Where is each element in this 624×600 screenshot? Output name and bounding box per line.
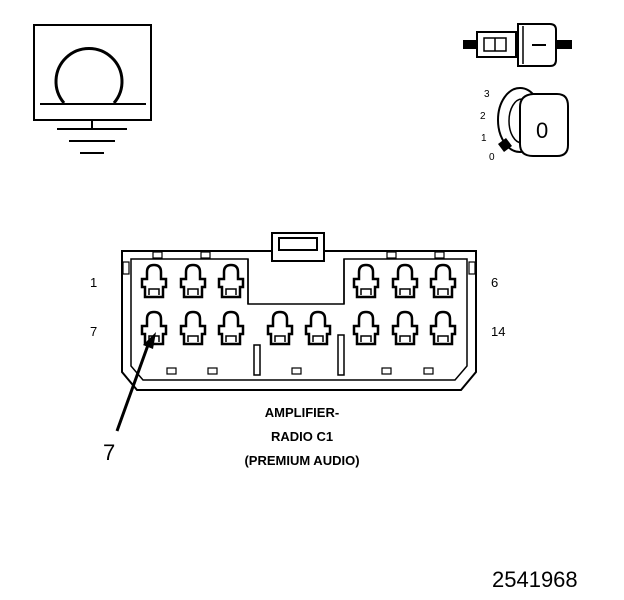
- ignition-pos-1: 1: [481, 133, 487, 144]
- tester-male-detail: [483, 37, 507, 52]
- terminal-cavity-1-latch: [148, 288, 160, 295]
- connector-tester-icon: [463, 23, 572, 67]
- terminal-cavity-8: [179, 310, 207, 346]
- terminal-cavity-7: [140, 310, 168, 346]
- terminal-cavity-6-latch: [437, 288, 449, 295]
- side-key-right: [468, 261, 476, 275]
- top-notch-4: [434, 251, 445, 259]
- terminal-cavity-13: [391, 310, 419, 346]
- terminal-cavity-14: [429, 310, 457, 346]
- ignition-key-head: [519, 93, 569, 157]
- callout-arrowhead: [143, 332, 156, 349]
- ohmmeter-frame: [33, 24, 152, 121]
- terminal-cavity-9-latch: [225, 335, 237, 342]
- connector-c1: [121, 232, 477, 391]
- terminal-cavity-2: [179, 263, 207, 299]
- terminal-cavity-4: [352, 263, 380, 299]
- callout-pin-number: 7: [103, 440, 115, 465]
- terminal-cavity-12: [352, 310, 380, 346]
- connector-lock-tab-inner: [278, 237, 318, 251]
- callout-arrow-shaft: [115, 344, 150, 432]
- figure-id: 2541968: [492, 567, 578, 592]
- ignition-pos-2: 2: [480, 111, 486, 122]
- connector-title-line-2: RADIO C1: [271, 429, 333, 444]
- terminal-cavity-11: [304, 310, 332, 346]
- terminal-cavity-3: [217, 263, 245, 299]
- terminal-cavity-3-latch: [225, 288, 237, 295]
- tester-male-plug: [476, 31, 517, 58]
- pin-label-6: 6: [491, 275, 498, 290]
- top-notch-3: [386, 251, 397, 259]
- bottom-notch-5: [423, 367, 434, 375]
- polarizing-post-left: [253, 344, 261, 376]
- tester-right-wire: [556, 40, 572, 49]
- ignition-key-icon: 3 2 1 0 0: [480, 87, 569, 163]
- terminal-cavity-1: [140, 263, 168, 299]
- ignition-pos-3: 3: [484, 89, 490, 100]
- connector-title-line-1: AMPLIFIER-: [265, 405, 339, 420]
- terminal-cavity-12-latch: [360, 335, 372, 342]
- bottom-notch-4: [381, 367, 392, 375]
- side-key-left: [122, 261, 130, 275]
- ignition-pointer-marker: [498, 138, 512, 152]
- terminal-cavity-5: [391, 263, 419, 299]
- cavity-row-bottom: [140, 310, 457, 346]
- terminal-cavity-10: [266, 310, 294, 346]
- top-notch-1: [152, 251, 163, 259]
- bottom-notch-3: [291, 367, 302, 375]
- terminal-cavity-14-latch: [437, 335, 449, 342]
- polarizing-post-right: [337, 334, 345, 376]
- top-notch-2: [200, 251, 211, 259]
- terminal-cavity-6: [429, 263, 457, 299]
- terminal-cavity-2-latch: [187, 288, 199, 295]
- ignition-pos-0: 0: [489, 152, 495, 163]
- terminal-cavity-9: [217, 310, 245, 346]
- terminal-cavity-4-latch: [360, 288, 372, 295]
- bottom-notch-2: [207, 367, 218, 375]
- terminal-cavity-10-latch: [274, 335, 286, 342]
- pin-label-1: 1: [90, 275, 97, 290]
- ignition-key-face: 0: [536, 118, 548, 143]
- terminal-cavity-11-latch: [312, 335, 324, 342]
- cavity-row-top: [140, 263, 457, 299]
- pin-label-7: 7: [90, 324, 97, 339]
- terminal-cavity-13-latch: [399, 335, 411, 342]
- terminal-cavity-8-latch: [187, 335, 199, 342]
- pin-label-14: 14: [491, 324, 505, 339]
- terminal-cavity-5-latch: [399, 288, 411, 295]
- tester-left-wire: [463, 40, 477, 49]
- connector-title-line-3: (PREMIUM AUDIO): [244, 453, 359, 468]
- ohmmeter-symbol: [33, 24, 152, 154]
- bottom-notch-1: [166, 367, 177, 375]
- callout-arrow: [115, 332, 156, 432]
- omega-icon: [54, 46, 124, 104]
